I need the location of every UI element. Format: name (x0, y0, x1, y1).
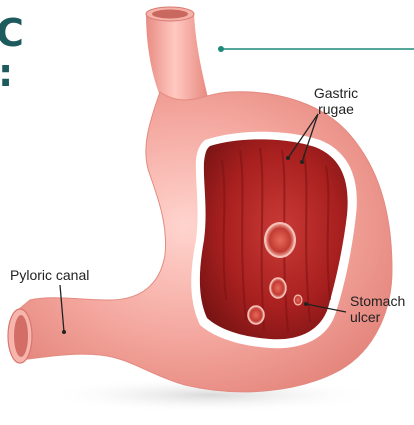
pyloric-opening (8, 309, 32, 363)
heading-line-2: : (0, 51, 13, 95)
accent-line (218, 46, 414, 52)
label-stomach-ulcer-line-2: ulcer (350, 309, 381, 325)
label-pyloric-canal: Pyloric canal (10, 267, 89, 283)
label-gastric-rugae-line-1: Gastric (314, 85, 358, 101)
label-gastric-rugae-line-2: rugae (318, 101, 354, 117)
esophagus (146, 7, 210, 106)
heading-line-1: C (0, 11, 24, 55)
label-stomach-ulcer-line-1: Stomach (350, 293, 405, 309)
ulcer-large (265, 223, 295, 257)
ulcer-small-left (248, 306, 264, 324)
ulcer-medium (270, 278, 286, 298)
ulcer-small-right (294, 295, 302, 305)
